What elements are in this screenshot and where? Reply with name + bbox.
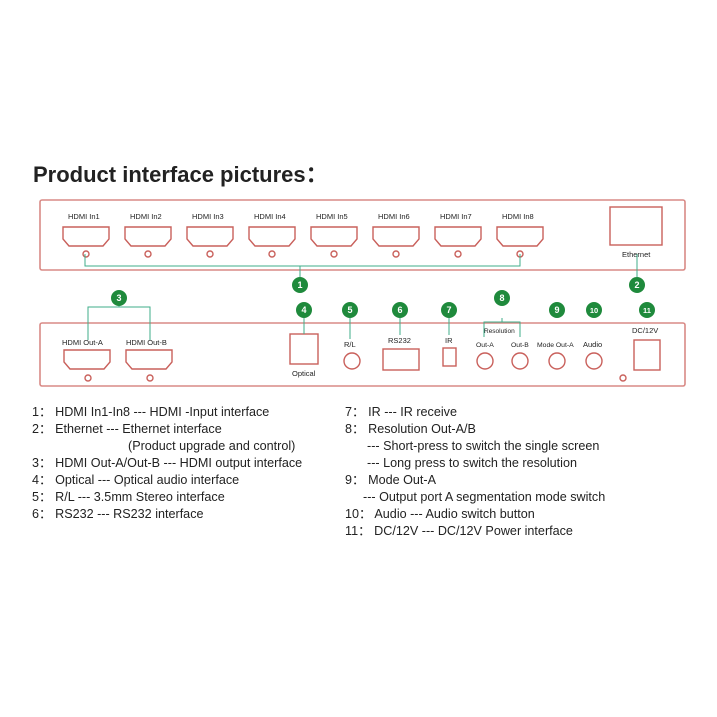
hdmi-in-label: HDMI In1 bbox=[68, 212, 100, 221]
resolution-out-a-button bbox=[476, 352, 494, 370]
bracket-1 bbox=[84, 254, 521, 267]
badge-8 bbox=[494, 290, 510, 306]
legend-item-8-note-a: --- Short-press to switch the single scr… bbox=[367, 439, 600, 453]
hdmi-in-label: HDMI In6 bbox=[378, 212, 410, 221]
hdmi-in-label: HDMI In3 bbox=[192, 212, 224, 221]
hdmi-out-a-led bbox=[84, 374, 92, 382]
badge-group: 1 2 3 4 5 6 7 8 9 10 11 bbox=[111, 277, 655, 318]
out-b-label: Out-B bbox=[511, 342, 529, 349]
rl-label: R/L bbox=[344, 340, 356, 349]
badge-number: 4 bbox=[301, 305, 306, 315]
legend-item-3: 3： HDMI Out-A/Out-B --- HDMI output inte… bbox=[32, 456, 303, 470]
badge-number: 6 bbox=[397, 305, 402, 315]
badge-5 bbox=[342, 302, 358, 318]
badge-2 bbox=[629, 277, 645, 293]
legend-right: 7： IR --- IR receive 8： Resolution Out-A… bbox=[345, 404, 605, 540]
hdmi-in-label: HDMI In7 bbox=[440, 212, 472, 221]
hdmi-out-a-port bbox=[63, 349, 111, 370]
hdmi-out-b-port bbox=[125, 349, 173, 370]
legend-item-10: 10： Audio --- Audio switch button bbox=[345, 507, 535, 521]
hdmi-in-led bbox=[330, 250, 338, 258]
hdmi-in-port bbox=[248, 226, 296, 247]
hdmi-in-label: HDMI In5 bbox=[316, 212, 348, 221]
legend-item-8-note-b: --- Long press to switch the resolution bbox=[367, 456, 577, 470]
hdmi-in-led bbox=[206, 250, 214, 258]
legend-item-9-note: --- Output port A segmentation mode swit… bbox=[363, 490, 606, 504]
hdmi-in-port bbox=[496, 226, 544, 247]
ir-receiver bbox=[442, 347, 457, 367]
ethernet-port bbox=[609, 206, 663, 246]
badge-number: 2 bbox=[634, 280, 639, 290]
hdmi-in-port bbox=[310, 226, 358, 247]
mode-out-a-label: Mode Out-A bbox=[537, 342, 574, 349]
optical-label: Optical bbox=[292, 369, 316, 378]
top-panel bbox=[39, 199, 686, 271]
hdmi-in-led bbox=[82, 250, 90, 258]
badge-number: 8 bbox=[499, 293, 504, 303]
legend-item-8: 8： Resolution Out-A/B bbox=[345, 422, 476, 436]
badge-1 bbox=[292, 277, 308, 293]
dc-label: DC/12V bbox=[632, 326, 658, 335]
badge-11 bbox=[639, 302, 655, 318]
hdmi-in-port bbox=[372, 226, 420, 247]
ir-label: IR bbox=[445, 336, 453, 345]
badge-number: 5 bbox=[347, 305, 352, 315]
legend-item-11: 11： DC/12V --- DC/12V Power interface bbox=[345, 524, 573, 538]
badge-number: 7 bbox=[446, 305, 451, 315]
badge-3 bbox=[111, 290, 127, 306]
badge-10 bbox=[586, 302, 602, 318]
hdmi-in-led bbox=[144, 250, 152, 258]
hdmi-in-led bbox=[454, 250, 462, 258]
resolution-out-b-button bbox=[511, 352, 529, 370]
hdmi-in-led bbox=[392, 250, 400, 258]
hdmi-in-led bbox=[268, 250, 276, 258]
hdmi-out-b-led bbox=[146, 374, 154, 382]
badge-number: 9 bbox=[554, 305, 559, 315]
audio-button bbox=[585, 352, 603, 370]
optical-port bbox=[289, 333, 319, 365]
badge-number: 10 bbox=[590, 306, 598, 315]
legend-item-2-note: (Product upgrade and control) bbox=[128, 439, 296, 453]
badge-6 bbox=[392, 302, 408, 318]
hdmi-input-group: HDMI In1 HDMI In2 HDMI In3 HDMI In4 HDMI In5… bbox=[62, 212, 544, 258]
legend-item-5: 5： R/L --- 3.5mm Stereo interface bbox=[32, 490, 225, 504]
rl-jack bbox=[343, 352, 361, 370]
hdmi-in-port bbox=[62, 226, 110, 247]
bottom-panel bbox=[39, 322, 686, 387]
out-a-label: Out-A bbox=[476, 342, 494, 349]
audio-label: Audio bbox=[583, 340, 602, 349]
dc-power-port bbox=[633, 339, 661, 371]
badge-9 bbox=[549, 302, 565, 318]
legend-item-7: 7： IR --- IR receive bbox=[345, 405, 457, 419]
legend-left: 1： HDMI In1-In8 --- HDMI -Input interfac… bbox=[32, 404, 302, 523]
hdmi-out-b-label: HDMI Out-B bbox=[126, 338, 167, 347]
badge-4 bbox=[296, 302, 312, 318]
page-title: Product interface pictures： bbox=[33, 162, 328, 187]
legend-item-4: 4： Optical --- Optical audio interface bbox=[32, 473, 240, 487]
legend-item-6: 6： RS232 --- RS232 interface bbox=[32, 507, 204, 521]
hdmi-in-port bbox=[124, 226, 172, 247]
hdmi-in-port bbox=[434, 226, 482, 247]
mode-out-a-button bbox=[548, 352, 566, 370]
badge-7 bbox=[441, 302, 457, 318]
hdmi-in-port bbox=[186, 226, 234, 247]
rs232-label: RS232 bbox=[388, 336, 411, 345]
hdmi-out-a-label: HDMI Out-A bbox=[62, 338, 103, 347]
legend-item-2: 2： Ethernet --- Ethernet interface bbox=[32, 422, 222, 436]
legend-item-9: 9： Mode Out-A bbox=[345, 473, 436, 487]
resolution-label: Resolution bbox=[484, 328, 515, 335]
power-led bbox=[619, 374, 627, 382]
badge-number: 3 bbox=[116, 293, 121, 303]
hdmi-in-label: HDMI In2 bbox=[130, 212, 162, 221]
badge-number: 1 bbox=[297, 280, 302, 290]
hdmi-in-label: HDMI In4 bbox=[254, 212, 286, 221]
rs232-port bbox=[382, 348, 420, 371]
badge-number: 11 bbox=[643, 306, 651, 315]
legend-item-1: 1： HDMI In1-In8 --- HDMI -Input interfac… bbox=[32, 405, 270, 419]
hdmi-in-label: HDMI In8 bbox=[502, 212, 534, 221]
